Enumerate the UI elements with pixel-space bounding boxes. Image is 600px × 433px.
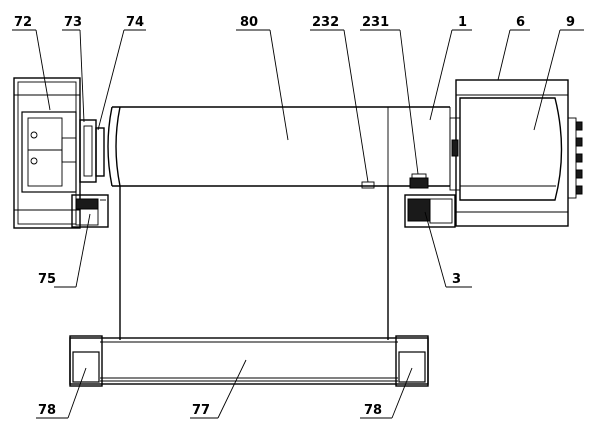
gear-231: [409, 173, 429, 189]
right-connector-block: [567, 117, 583, 199]
label-78-left: 78: [38, 403, 56, 418]
screen-sheet: [119, 186, 389, 340]
left-coupling: [79, 119, 105, 183]
roller-drum: [107, 106, 451, 187]
left-motor-housing: [13, 77, 81, 229]
left-end-cap: [69, 335, 103, 387]
sensor-232: [361, 181, 375, 189]
label-74: 74: [126, 15, 144, 30]
right-bracket: [404, 194, 456, 228]
label-3: 3: [452, 272, 461, 287]
left-bracket: [71, 194, 109, 228]
label-6: 6: [516, 15, 525, 30]
label-75: 75: [38, 272, 56, 287]
label-78-right: 78: [364, 403, 382, 418]
label-80: 80: [240, 15, 258, 30]
label-1: 1: [458, 15, 467, 30]
label-77: 77: [192, 403, 210, 418]
label-72: 72: [14, 15, 32, 30]
right-motor-housing: [449, 79, 569, 227]
label-231: 231: [362, 15, 389, 30]
right-end-cap: [395, 335, 429, 387]
bottom-bar: [69, 337, 429, 385]
label-232: 232: [312, 15, 339, 30]
leader-lines: [12, 29, 584, 419]
label-73: 73: [64, 15, 82, 30]
label-9: 9: [566, 15, 575, 30]
callout-labels: 72 73 74 80 232 231 1 6 9 75 3 78 77 78: [14, 15, 575, 418]
